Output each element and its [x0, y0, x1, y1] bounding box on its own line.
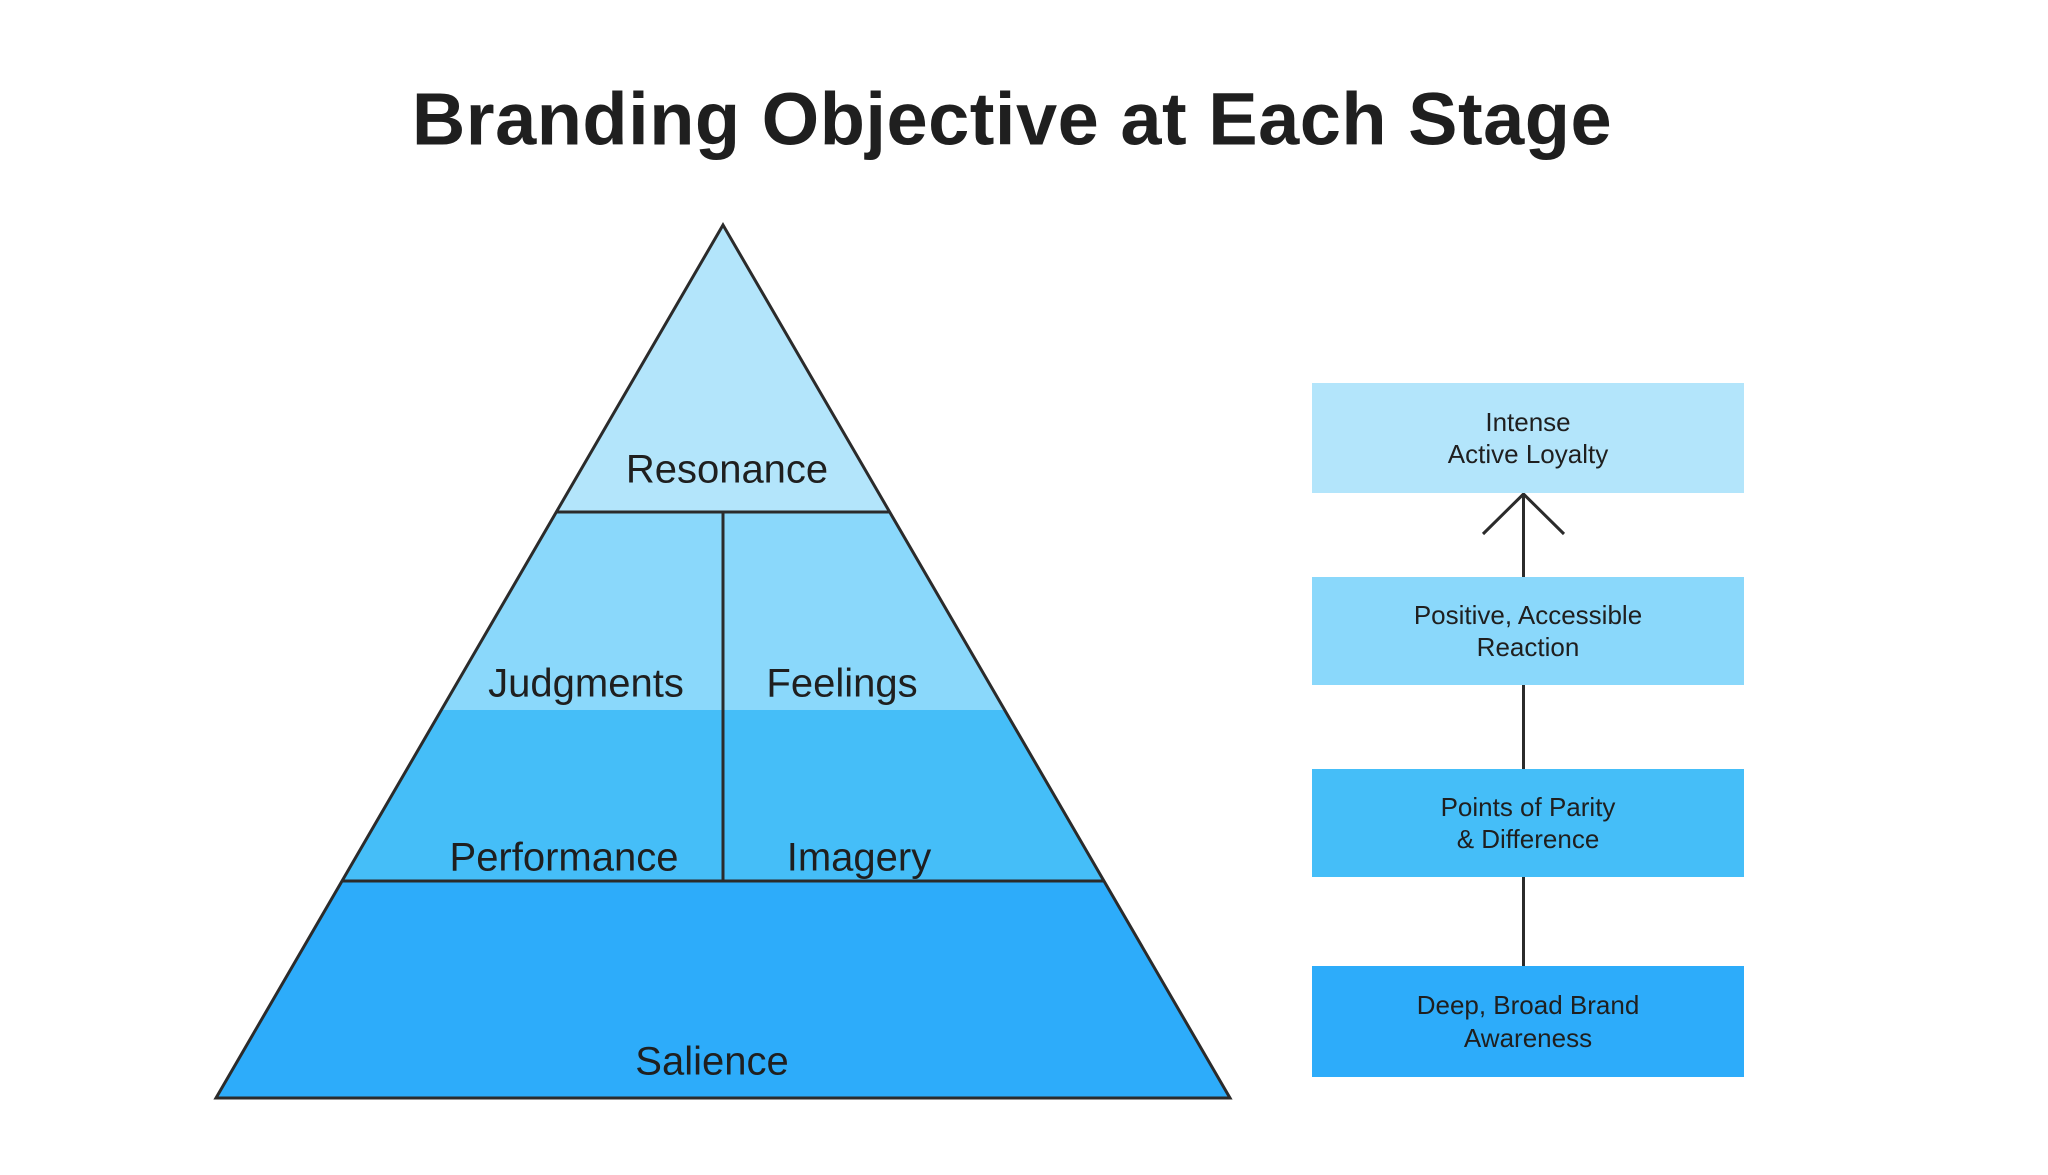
stage-connectors-group: [1481, 491, 1566, 966]
pyramid-label-performance: Performance: [449, 835, 679, 880]
pyramid-label-feelings: Feelings: [766, 661, 918, 706]
pyramid-label-imagery: Imagery: [786, 835, 932, 880]
page-title: Branding Objective at Each Stage: [411, 77, 1613, 161]
stage-box-points-of-parity-difference: Points of Parity & Difference: [1312, 769, 1744, 877]
stage-box-positive-accessible-reaction: Positive, Accessible Reaction: [1312, 577, 1744, 685]
stage-box-deep-broad-brand-awareness: Deep, Broad Brand Awareness: [1312, 966, 1744, 1077]
pyramid-label-salience: Salience: [635, 1039, 789, 1084]
pyramid-level-resonance-shape: [556, 225, 890, 512]
up-arrow-head-icon: [1481, 491, 1566, 536]
stage-box-intense-active-loyalty: Intense Active Loyalty: [1312, 383, 1744, 493]
pyramid-outline-group: [213, 222, 1233, 1100]
pyramid-label-resonance: Resonance: [625, 447, 829, 492]
pyramid-level-salience-shape: [216, 881, 1230, 1098]
pyramid-outline: [213, 222, 1233, 1100]
pyramid-label-judgments: Judgments: [488, 661, 684, 706]
